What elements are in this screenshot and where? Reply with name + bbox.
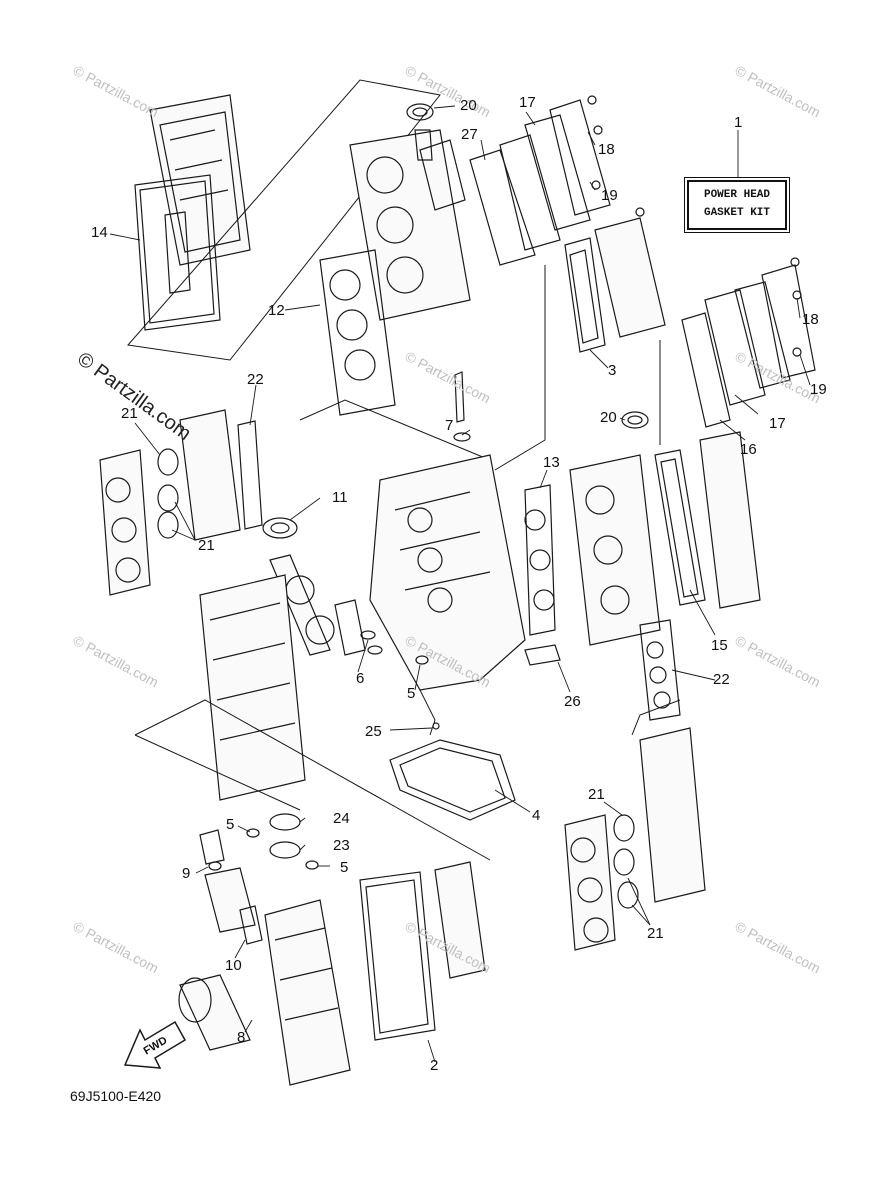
bolt-7 [454, 371, 465, 423]
callout-14: 14 [91, 224, 108, 241]
callout-12: 12 [268, 302, 285, 319]
seal-11 [262, 517, 298, 539]
o-ring-6a [360, 630, 376, 640]
cylinder-head-right [569, 454, 661, 646]
callout-21-right-bottom: 21 [647, 925, 664, 942]
callout-21-left-bottom: 21 [198, 537, 215, 554]
callout-18-right: 18 [802, 311, 819, 328]
callout-26: 26 [564, 693, 581, 710]
callout-11: 11 [332, 489, 348, 506]
seal-20-top [406, 103, 434, 121]
callout-7: 7 [445, 417, 454, 434]
pin-25 [432, 722, 440, 730]
seal-20-right [621, 411, 649, 429]
callout-9: 9 [182, 865, 191, 882]
seal-23 [269, 841, 301, 859]
gasket-3 [564, 237, 606, 353]
diagram-code: 69J5100-E420 [70, 1088, 162, 1104]
callout-19-right: 19 [810, 381, 827, 398]
gasket-15 [654, 449, 706, 606]
dash-frame-14 [127, 79, 441, 361]
throttle-body-right [564, 814, 616, 951]
exhaust-cover-group-right [681, 257, 816, 428]
callout-25: 25 [365, 723, 382, 740]
callout-15: 15 [711, 637, 728, 654]
gasket-22-left [237, 420, 263, 530]
gasket-4 [389, 739, 516, 821]
callout-6: 6 [356, 670, 365, 687]
power-head-gasket-kit-label: POWER HEAD GASKET KIT [684, 177, 790, 233]
o-ring-5-center [415, 655, 429, 665]
cover-15-plate [699, 431, 761, 609]
callout-23: 23 [333, 837, 350, 854]
callout-21-left-top: 21 [121, 405, 138, 422]
exhaust-guide-lower [264, 899, 351, 1086]
o-ring-5-right [305, 860, 319, 870]
callout-3: 3 [608, 362, 617, 379]
thermostat-cover [199, 829, 263, 945]
kit-label-line1: POWER HEAD [703, 189, 770, 202]
intake-manifold-left [179, 409, 241, 541]
callout-16: 16 [740, 441, 757, 458]
callout-17-right: 17 [769, 415, 786, 432]
gasket-13 [524, 484, 556, 636]
callout-27: 27 [461, 126, 478, 143]
cover-right-3 [594, 207, 666, 338]
callout-20-top: 20 [460, 97, 477, 114]
callout-4: 4 [532, 807, 541, 824]
gaskets-21-left [157, 448, 179, 539]
callout-5-left: 5 [226, 816, 235, 833]
callout-17-top: 17 [519, 94, 536, 111]
cylinder-head-cover-top-left [149, 94, 251, 266]
callout-8: 8 [237, 1029, 246, 1046]
fwd-arrow [123, 1020, 187, 1069]
callout-5-right: 5 [340, 859, 349, 876]
bracket-26 [524, 644, 561, 666]
callout-18-top: 18 [598, 141, 615, 158]
gasket-22-right [639, 619, 681, 721]
seal-24 [269, 813, 301, 831]
gasket-2 [359, 871, 436, 1041]
callout-22-right: 22 [713, 671, 730, 688]
o-ring-6b [367, 645, 383, 655]
o-ring-7 [453, 432, 471, 442]
callout-1: 1 [734, 114, 743, 131]
cylinder-head-block-top [349, 129, 471, 321]
gasket-14 [134, 174, 221, 331]
callout-22-left: 22 [247, 371, 264, 388]
throttle-body-left [99, 449, 151, 596]
plate-2 [434, 861, 486, 979]
callout-24: 24 [333, 810, 350, 827]
gaskets-21-right [613, 814, 639, 909]
callout-21-right-top: 21 [588, 786, 605, 803]
callout-13: 13 [543, 454, 560, 471]
exhaust-cover-group-top [469, 95, 611, 266]
leader-lines [109, 105, 811, 1063]
callout-2: 2 [430, 1057, 439, 1074]
callout-19-top: 19 [601, 187, 618, 204]
head-gasket-12 [319, 249, 396, 416]
intake-manifold-right [639, 727, 706, 903]
callout-10: 10 [225, 957, 242, 974]
oil-filter-housing [178, 974, 251, 1051]
callout-5-center: 5 [407, 685, 416, 702]
crankcase-block [369, 454, 526, 691]
kit-label-line2: GASKET KIT [703, 207, 770, 219]
o-ring-5-left [246, 828, 260, 838]
crankcase-left-half [199, 574, 306, 801]
callout-20-right: 20 [600, 409, 617, 426]
